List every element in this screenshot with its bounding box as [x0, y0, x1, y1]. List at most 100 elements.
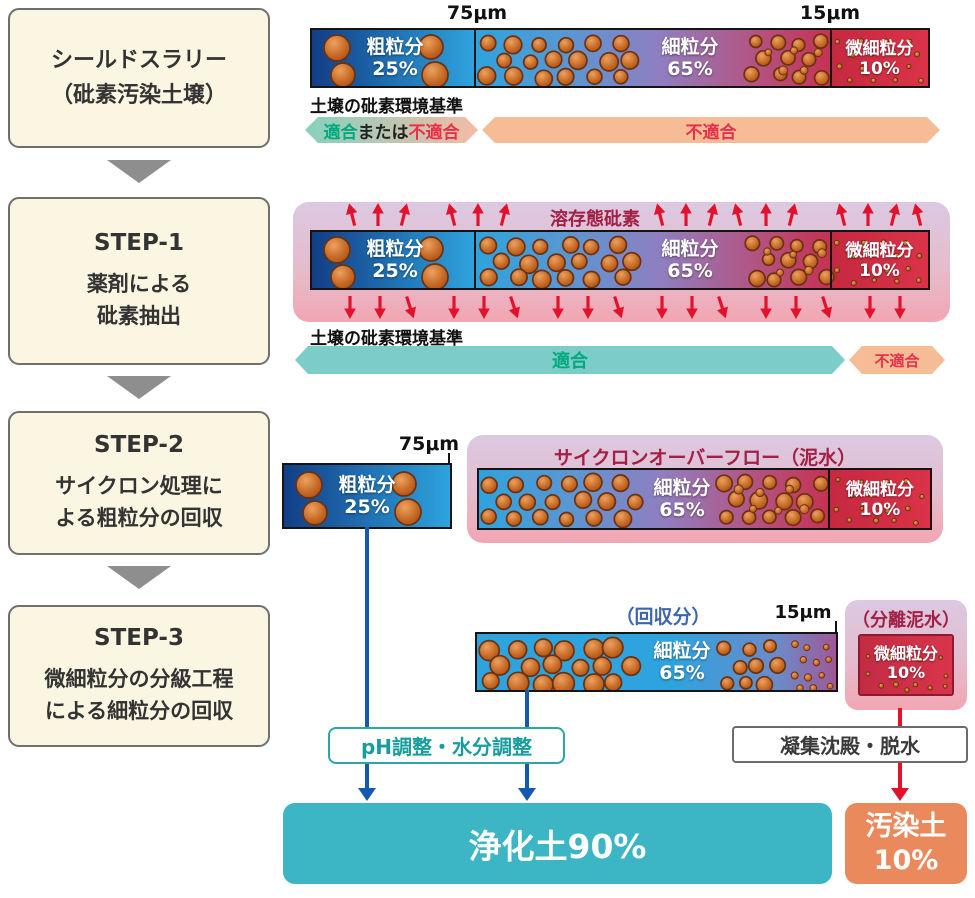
arsenic-release-arrow-icon	[371, 203, 385, 227]
arsenic-release-arrow-icon	[581, 295, 595, 319]
ultrafine-label: 微細粒分 10%	[846, 480, 914, 521]
step2-box: STEP-2 サイクロン処理に よる粗粒分の回収	[8, 411, 270, 555]
particles-illustration	[478, 636, 834, 690]
bar-divider	[830, 30, 832, 86]
cyclone-overflow-label: サイクロンオーバーフロー（泥水）	[553, 447, 857, 469]
size-15um-label: 15μm	[799, 2, 861, 24]
arsenic-release-arrow-icon	[789, 295, 803, 319]
clean-soil-label: 浄化土90%	[468, 826, 647, 866]
extraction-bar: 粗粒分 25% 細粒分 65% 微細粒分 10%	[310, 230, 930, 290]
or-text: または	[357, 122, 409, 143]
arsenic-release-arrow-icon	[494, 202, 513, 229]
coagulation-label: 凝集沈殿・脱水	[780, 734, 920, 758]
ok-text: 適合	[323, 122, 358, 143]
coarse-flow-line	[365, 527, 369, 790]
ok-arrow: 適合	[295, 346, 845, 374]
dissolved-arsenic-label: 溶存態砒素	[550, 209, 640, 230]
flow-down-triangle-icon	[107, 566, 171, 589]
size-15um-label: 15μm	[774, 602, 832, 623]
arsenic-release-arrow-icon	[884, 202, 903, 229]
arsenic-release-arrow-icon	[477, 295, 491, 319]
arsenic-release-arrow-icon	[373, 295, 387, 319]
arsenic-release-arrow-icon	[782, 202, 801, 229]
size-tick	[835, 621, 837, 633]
arsenic-release-arrow-icon	[608, 293, 629, 320]
flow-down-triangle-icon	[107, 160, 171, 183]
recovered-label: （回収分）	[615, 606, 711, 628]
down-arrowhead-icon	[891, 788, 909, 801]
arsenic-release-arrow-icon	[504, 293, 525, 320]
ok-or-ng-arrow: 適合または不適合	[305, 117, 478, 143]
flow-down-triangle-icon	[107, 376, 171, 399]
arsenic-release-arrow-icon	[342, 202, 361, 229]
bar-divider	[474, 30, 476, 86]
coarse-recovered-bar: 粗粒分 25%	[282, 463, 452, 529]
particles-illustration	[865, 653, 949, 693]
contaminated-soil-box: 汚染土 10%	[845, 803, 967, 884]
slurry-bar: 粗粒分 25% 細粒分 65% 微細粒分 10%	[310, 28, 930, 88]
fine-label: 細粒分 65%	[653, 477, 711, 522]
ultrafine-label: 微細粒分 10%	[873, 644, 938, 682]
source-line2: （砒素汚染土壌）	[50, 83, 227, 108]
bar-divider	[474, 232, 476, 288]
step3-desc2: による細粒分の回収	[44, 698, 234, 723]
arsenic-release-arrow-icon	[759, 295, 773, 319]
soil-standard-label: 土壌の砒素環境基準	[310, 329, 463, 349]
coarse-label: 粗粒分 25%	[366, 36, 424, 81]
particles-illustration	[323, 33, 924, 86]
particles-illustration	[323, 235, 923, 288]
coarse-label: 粗粒分 25%	[338, 474, 396, 519]
arsenic-release-arrow-icon	[863, 295, 877, 319]
step1-box: STEP-1 薬剤による 砒素抽出	[8, 197, 270, 365]
ultrafine-section	[832, 232, 928, 288]
ng-arrow: 不適合	[482, 117, 940, 143]
overflow-bar: 細粒分 65% 微細粒分 10%	[477, 468, 932, 530]
ph-adjust-box: pH調整・水分調整	[328, 727, 565, 764]
arsenic-release-arrow-icon	[759, 203, 773, 227]
arsenic-release-arrow-icon	[551, 295, 565, 319]
ultrafine-section	[860, 636, 952, 694]
step2-desc2: よる粗粒分の回収	[55, 505, 223, 530]
fine-label: 細粒分 65%	[653, 640, 711, 685]
step3-desc1: 微細粒分の分級工程	[44, 667, 234, 691]
ng-text: 不適合	[685, 122, 737, 143]
arsenic-release-arrow-icon	[712, 293, 733, 320]
arsenic-release-arrow-icon	[655, 295, 669, 319]
ng-text: 不適合	[408, 122, 460, 143]
source-box: シールドスラリー （砒素汚染土壌）	[8, 8, 270, 148]
arsenic-release-arrow-icon	[447, 295, 461, 319]
arsenic-release-arrow-icon	[442, 202, 461, 229]
ultrafine-label: 微細粒分 10%	[845, 241, 914, 282]
down-arrowhead-icon	[518, 788, 536, 801]
ultrafine-section	[832, 30, 928, 86]
bar-divider	[828, 470, 830, 528]
bar-divider	[830, 232, 832, 288]
clean-soil-box: 浄化土90%	[283, 803, 832, 884]
step1-desc2: 砒素抽出	[97, 303, 181, 328]
contaminated-soil-name: 汚染土	[865, 810, 947, 842]
contaminated-soil-pct: 10%	[873, 844, 939, 876]
source-line1: シールドスラリー	[50, 47, 227, 73]
fine-label: 細粒分 65%	[661, 36, 719, 81]
ng-text: 不適合	[874, 351, 920, 370]
coagulation-box: 凝集沈殿・脱水	[732, 726, 968, 763]
arsenic-release-arrow-icon	[893, 295, 907, 319]
ph-adjust-label: pH調整・水分調整	[360, 735, 533, 759]
arsenic-release-arrow-icon	[702, 202, 721, 229]
fine-label: 細粒分 65%	[661, 238, 719, 283]
arsenic-release-arrow-icon	[908, 202, 927, 229]
step2-desc1: サイクロン処理に	[55, 474, 223, 498]
particles-illustration	[480, 472, 925, 528]
step2-title: STEP-2	[94, 432, 184, 458]
soil-standard-label: 土壌の砒素環境基準	[310, 97, 463, 117]
coarse-label: 粗粒分 25%	[366, 238, 424, 283]
particles-illustration	[295, 471, 422, 526]
down-arrowhead-icon	[358, 788, 376, 801]
fine-recovered-bar: 細粒分 65%	[475, 632, 838, 692]
arsenic-release-arrow-icon	[861, 203, 875, 227]
arsenic-release-arrow-icon	[471, 203, 485, 227]
size-75um-label: 75μm	[398, 433, 460, 455]
size-tick	[448, 453, 450, 465]
step3-box: STEP-3 微細粒分の分級工程 による細粒分の回収	[8, 605, 270, 747]
arsenic-release-arrow-icon	[400, 293, 421, 320]
